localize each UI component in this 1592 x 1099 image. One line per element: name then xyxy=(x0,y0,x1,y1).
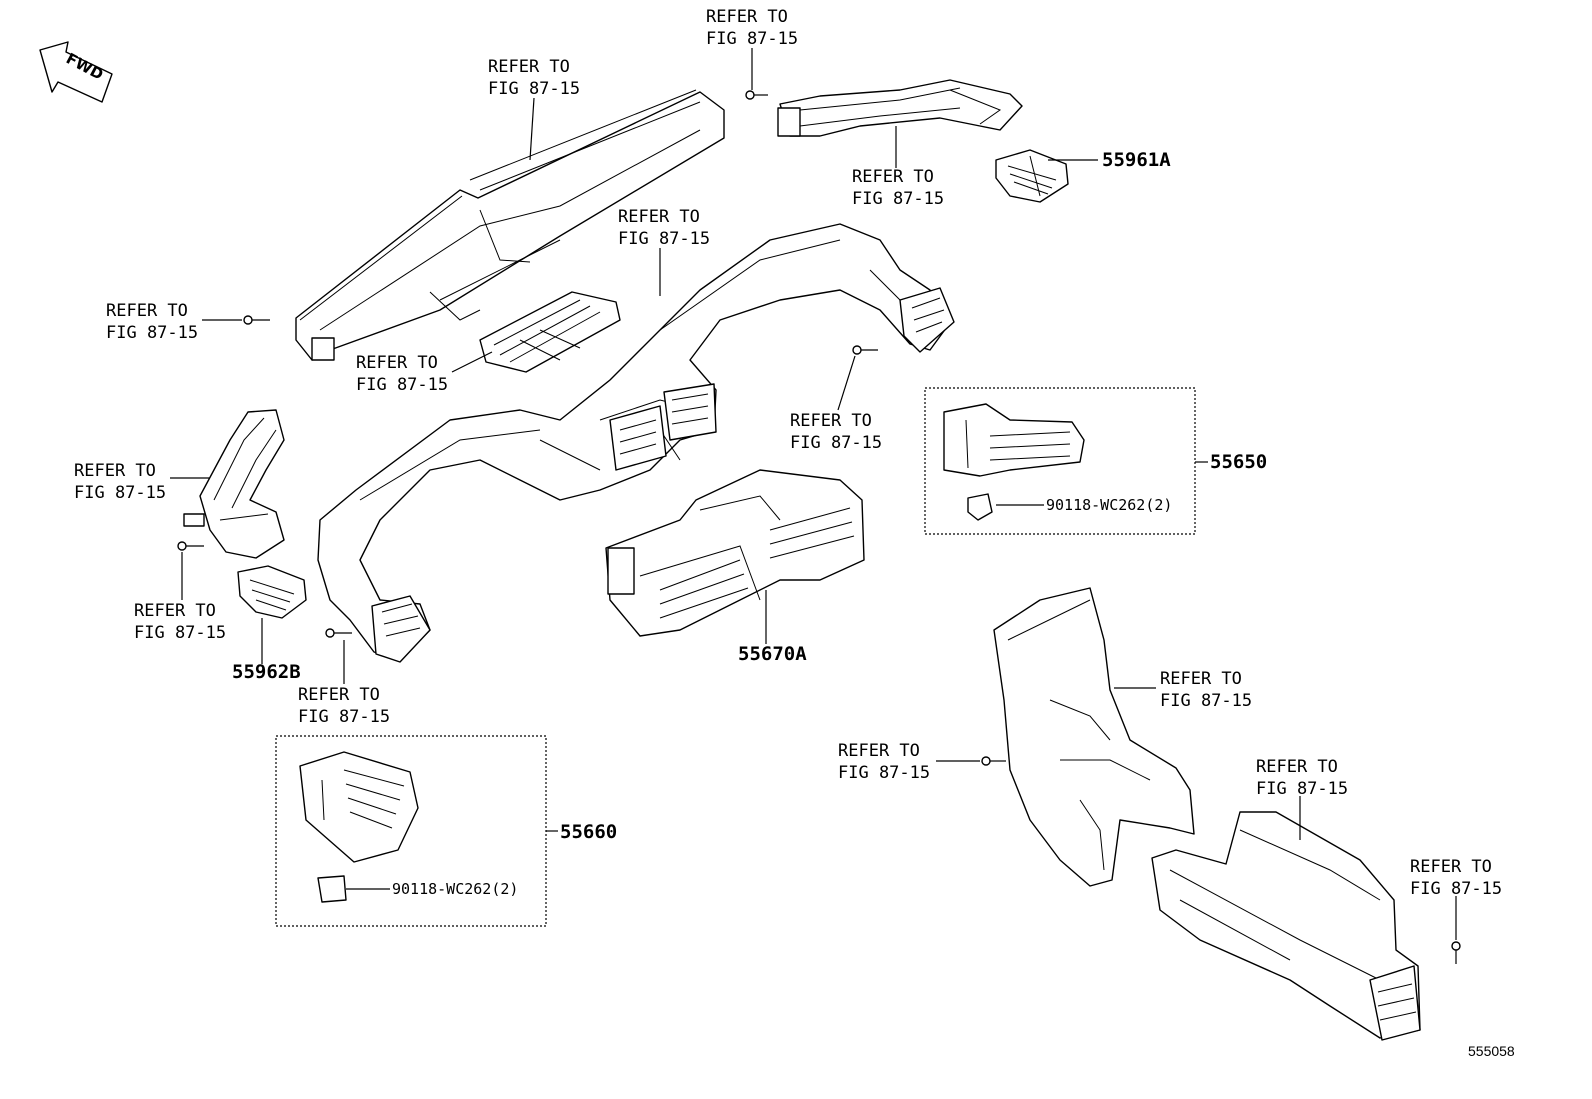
part-number-55670A: 55670A xyxy=(738,643,807,665)
refer-label: REFER TO FIG 87-15 xyxy=(298,685,390,727)
part-number-55650: 55650 xyxy=(1210,451,1267,473)
part-number-55962B: 55962B xyxy=(232,661,301,683)
svg-text:REFER TO: REFER TO xyxy=(852,167,934,187)
side-duct-right-upper xyxy=(777,79,1023,137)
screw-icon xyxy=(177,541,204,551)
refer-label: REFER TO FIG 87-15 xyxy=(838,741,930,783)
screw-icon xyxy=(243,315,270,325)
register-55962B xyxy=(237,565,307,619)
svg-text:REFER TO: REFER TO xyxy=(618,207,700,227)
center-grille xyxy=(479,291,621,373)
svg-text:FIG 87-15: FIG 87-15 xyxy=(706,29,798,49)
refer-label: REFER TO FIG 87-15 xyxy=(134,601,226,643)
svg-text:FIG 87-15: FIG 87-15 xyxy=(488,79,580,99)
refer-label: REFER TO FIG 87-15 xyxy=(618,207,710,249)
svg-text:REFER TO: REFER TO xyxy=(790,411,872,431)
screw-icon xyxy=(852,345,878,355)
lower-right-duct-1 xyxy=(993,587,1195,887)
svg-text:FIG 87-15: FIG 87-15 xyxy=(790,433,882,453)
refer-label: REFER TO FIG 87-15 xyxy=(1256,757,1348,799)
refer-label: REFER TO FIG 87-15 xyxy=(852,167,944,209)
refer-label: REFER TO FIG 87-15 xyxy=(356,353,448,395)
svg-text:REFER TO: REFER TO xyxy=(74,461,156,481)
refer-label: REFER TO FIG 87-15 xyxy=(790,411,882,453)
svg-text:REFER TO: REFER TO xyxy=(298,685,380,705)
svg-text:REFER TO: REFER TO xyxy=(106,301,188,321)
refer-label: REFER TO FIG 87-15 xyxy=(488,57,580,99)
svg-text:REFER TO: REFER TO xyxy=(134,601,216,621)
svg-text:REFER TO: REFER TO xyxy=(838,741,920,761)
part-number-55961A: 55961A xyxy=(1102,149,1171,171)
svg-text:REFER TO: REFER TO xyxy=(356,353,438,373)
svg-text:REFER TO: REFER TO xyxy=(1410,857,1492,877)
clip-part-number: 90118-WC262(2) xyxy=(392,880,518,898)
refer-label: REFER TO FIG 87-15 xyxy=(74,461,166,503)
svg-text:REFER TO: REFER TO xyxy=(1160,669,1242,689)
lower-right-duct-2 xyxy=(1151,811,1421,1041)
center-register-55670A xyxy=(605,469,865,637)
svg-text:REFER TO: REFER TO xyxy=(488,57,570,77)
svg-text:FIG 87-15: FIG 87-15 xyxy=(298,707,390,727)
refer-label: REFER TO FIG 87-15 xyxy=(706,7,798,49)
figure-id: 555058 xyxy=(1468,1043,1515,1059)
register-55660 xyxy=(299,751,419,903)
part-number-55660: 55660 xyxy=(560,821,617,843)
svg-text:REFER TO: REFER TO xyxy=(1256,757,1338,777)
svg-text:FIG 87-15: FIG 87-15 xyxy=(74,483,166,503)
leader-lines xyxy=(170,48,1457,940)
screw-icon xyxy=(981,756,1006,766)
svg-text:FIG 87-15: FIG 87-15 xyxy=(1160,691,1252,711)
screw-icon xyxy=(325,628,352,638)
clip-part-number: 90118-WC262(2) xyxy=(1046,496,1172,514)
svg-text:FIG 87-15: FIG 87-15 xyxy=(106,323,198,343)
svg-text:REFER TO: REFER TO xyxy=(706,7,788,27)
svg-text:FIG 87-15: FIG 87-15 xyxy=(852,189,944,209)
refer-label: REFER TO FIG 87-15 xyxy=(1160,669,1252,711)
refer-label: REFER TO FIG 87-15 xyxy=(1410,857,1502,899)
screw-icon xyxy=(745,90,768,100)
main-duct xyxy=(317,223,955,663)
register-55650 xyxy=(943,403,1085,521)
refer-label: REFER TO FIG 87-15 xyxy=(106,301,198,343)
register-55961A xyxy=(995,149,1069,203)
defroster-duct xyxy=(295,89,725,361)
svg-text:FIG 87-15: FIG 87-15 xyxy=(838,763,930,783)
svg-text:FIG 87-15: FIG 87-15 xyxy=(618,229,710,249)
screw-icon xyxy=(1451,941,1461,964)
svg-text:FIG 87-15: FIG 87-15 xyxy=(134,623,226,643)
fwd-arrow-icon: FWD xyxy=(39,41,113,103)
svg-text:FIG 87-15: FIG 87-15 xyxy=(1256,779,1348,799)
svg-text:FIG 87-15: FIG 87-15 xyxy=(356,375,448,395)
svg-text:FIG 87-15: FIG 87-15 xyxy=(1410,879,1502,899)
side-duct-left xyxy=(183,409,285,559)
